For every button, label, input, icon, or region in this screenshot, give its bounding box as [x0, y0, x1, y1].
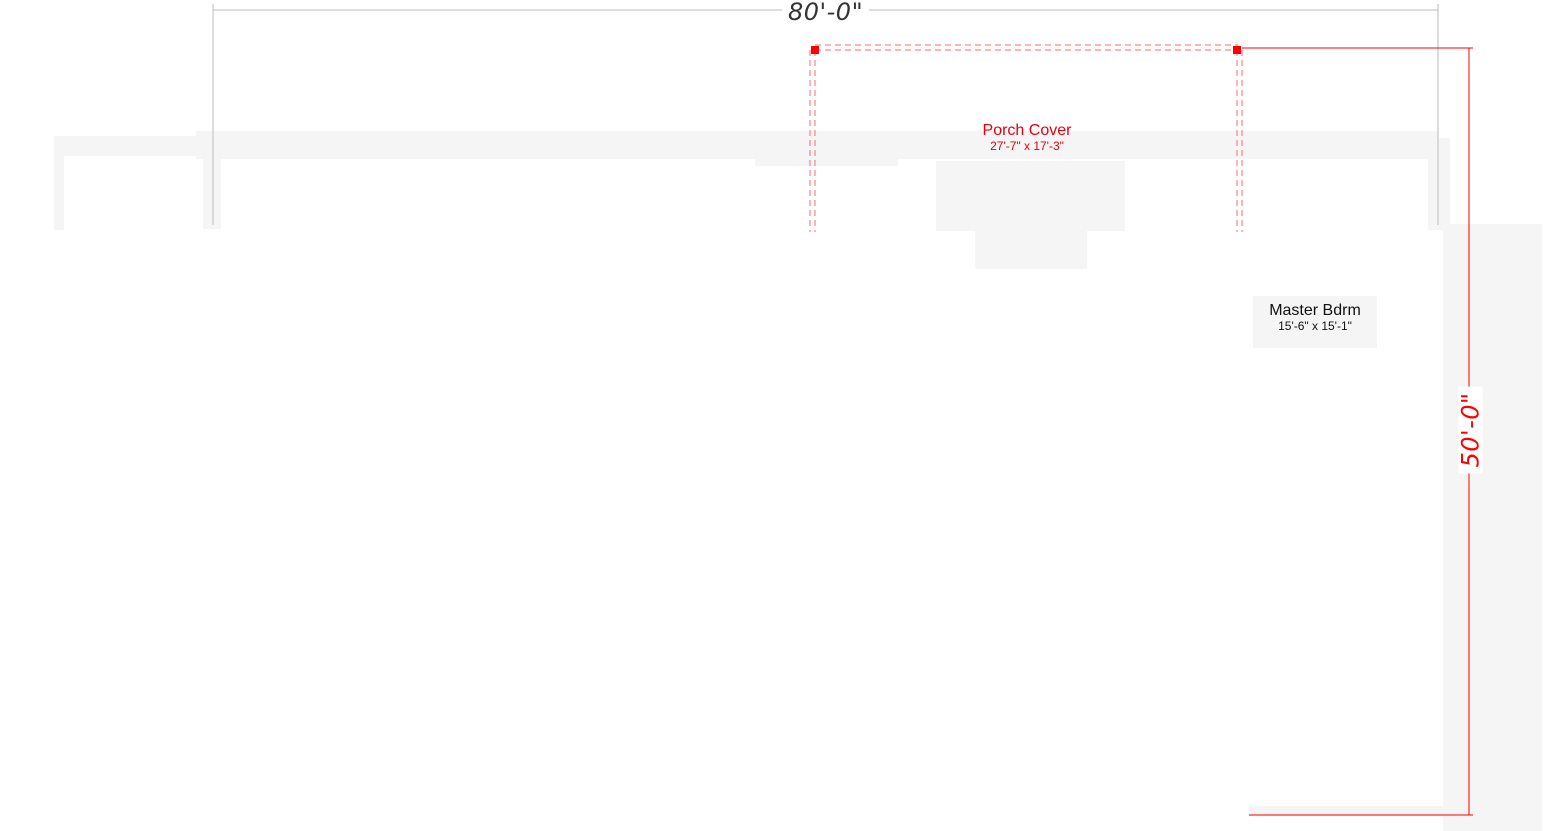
room-name: Master Bdrm: [1269, 302, 1361, 319]
bottom-ledge: [1249, 806, 1448, 816]
overall-width-label: 80'-0": [782, 0, 870, 24]
porch-step: [975, 229, 1087, 269]
room-name: Porch Cover: [982, 122, 1072, 139]
room-size: 27'-7" x 17'-3": [990, 139, 1064, 154]
left-wing-side: [54, 136, 64, 230]
left-wing-wall: [54, 136, 200, 156]
porch-corner-marker-left: [811, 46, 819, 54]
room-size: 15'-6" x 15'-1": [1278, 319, 1352, 334]
overall-depth-label: 50'-0": [1457, 386, 1485, 474]
right-wing-wall: [1443, 224, 1542, 831]
master-bedroom-label: Master Bdrm 15'-6" x 15'-1": [1253, 296, 1377, 348]
porch-corner-marker-right: [1233, 46, 1241, 54]
porch-block: [936, 161, 1125, 231]
right-post: [1428, 138, 1450, 230]
entry-bump: [755, 131, 898, 166]
porch-cover-label: Porch Cover 27'-7" x 17'-3": [952, 122, 1102, 154]
